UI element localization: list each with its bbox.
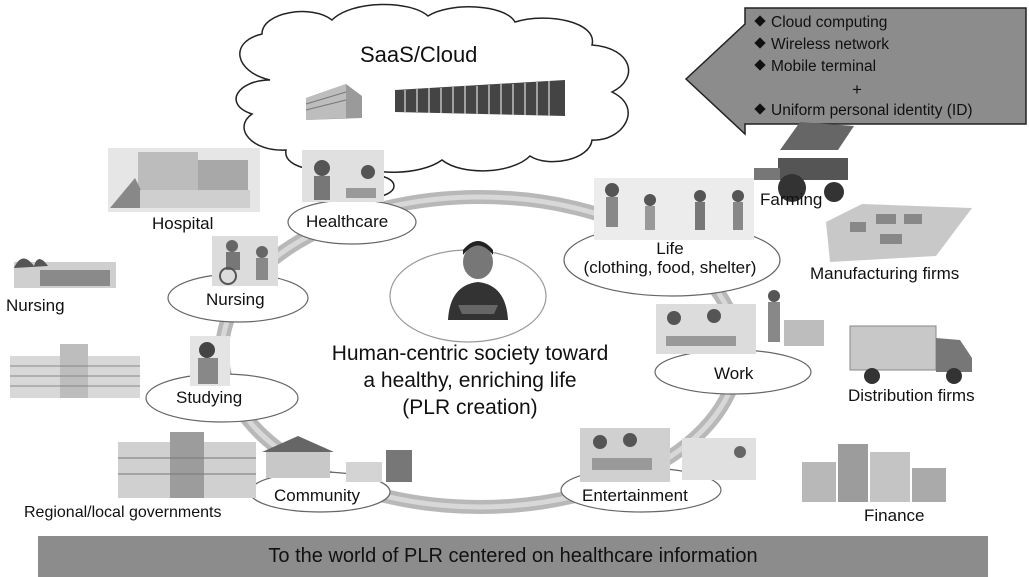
truck-image xyxy=(849,325,972,384)
healthcare-label: Healthcare xyxy=(306,212,389,231)
finance-label: Finance xyxy=(864,506,925,525)
work-label: Work xyxy=(714,364,754,383)
entertainment-image xyxy=(580,428,756,482)
finance-image xyxy=(802,444,946,502)
distribution-label: Distribution firms xyxy=(848,386,975,405)
factory-image xyxy=(826,204,972,262)
hospital-label: Hospital xyxy=(152,214,214,233)
data-center-building-image xyxy=(305,84,362,120)
nursing-facility-label: Nursing xyxy=(6,296,65,315)
center-text: Human-centric society toward a healthy, … xyxy=(331,342,609,419)
cloud-title: SaaS/Cloud xyxy=(360,42,478,67)
wheelchair-image xyxy=(212,236,278,286)
entertainment-label: Entertainment xyxy=(582,486,688,505)
footer-text: To the world of PLR centered on healthca… xyxy=(268,545,758,567)
technology-arrow xyxy=(684,7,1027,136)
feature-mobile-terminal: Mobile terminal xyxy=(754,58,876,76)
server-racks-image xyxy=(395,80,565,116)
plus-sign: + xyxy=(852,80,862,99)
life-image xyxy=(594,178,754,240)
farming-label: Farming xyxy=(760,190,823,209)
nursing-label: Nursing xyxy=(206,290,265,309)
feature-wireless-network: Wireless network xyxy=(754,36,889,54)
student-image xyxy=(190,336,230,386)
government-building-image xyxy=(118,432,256,498)
footer-banner: To the world of PLR centered on healthca… xyxy=(38,536,988,577)
tractor-image xyxy=(754,122,854,202)
healthcare-image xyxy=(302,150,384,202)
feature-cloud-computing: Cloud computing xyxy=(754,14,887,32)
manufacturing-label: Manufacturing firms xyxy=(810,264,960,283)
community-image xyxy=(262,436,412,482)
nursing-facility-image xyxy=(14,258,116,288)
studying-label: Studying xyxy=(176,388,243,407)
feature-uniform-id: Uniform personal identity (ID) xyxy=(754,102,973,120)
community-label: Community xyxy=(274,486,360,505)
regional-governments-label: Regional/local governments xyxy=(24,504,222,521)
life-label: Life (clothing, food, shelter) xyxy=(583,239,757,277)
hospital-image xyxy=(108,148,260,212)
work-image xyxy=(656,290,824,354)
person-image xyxy=(448,241,508,320)
school-image xyxy=(10,344,140,398)
